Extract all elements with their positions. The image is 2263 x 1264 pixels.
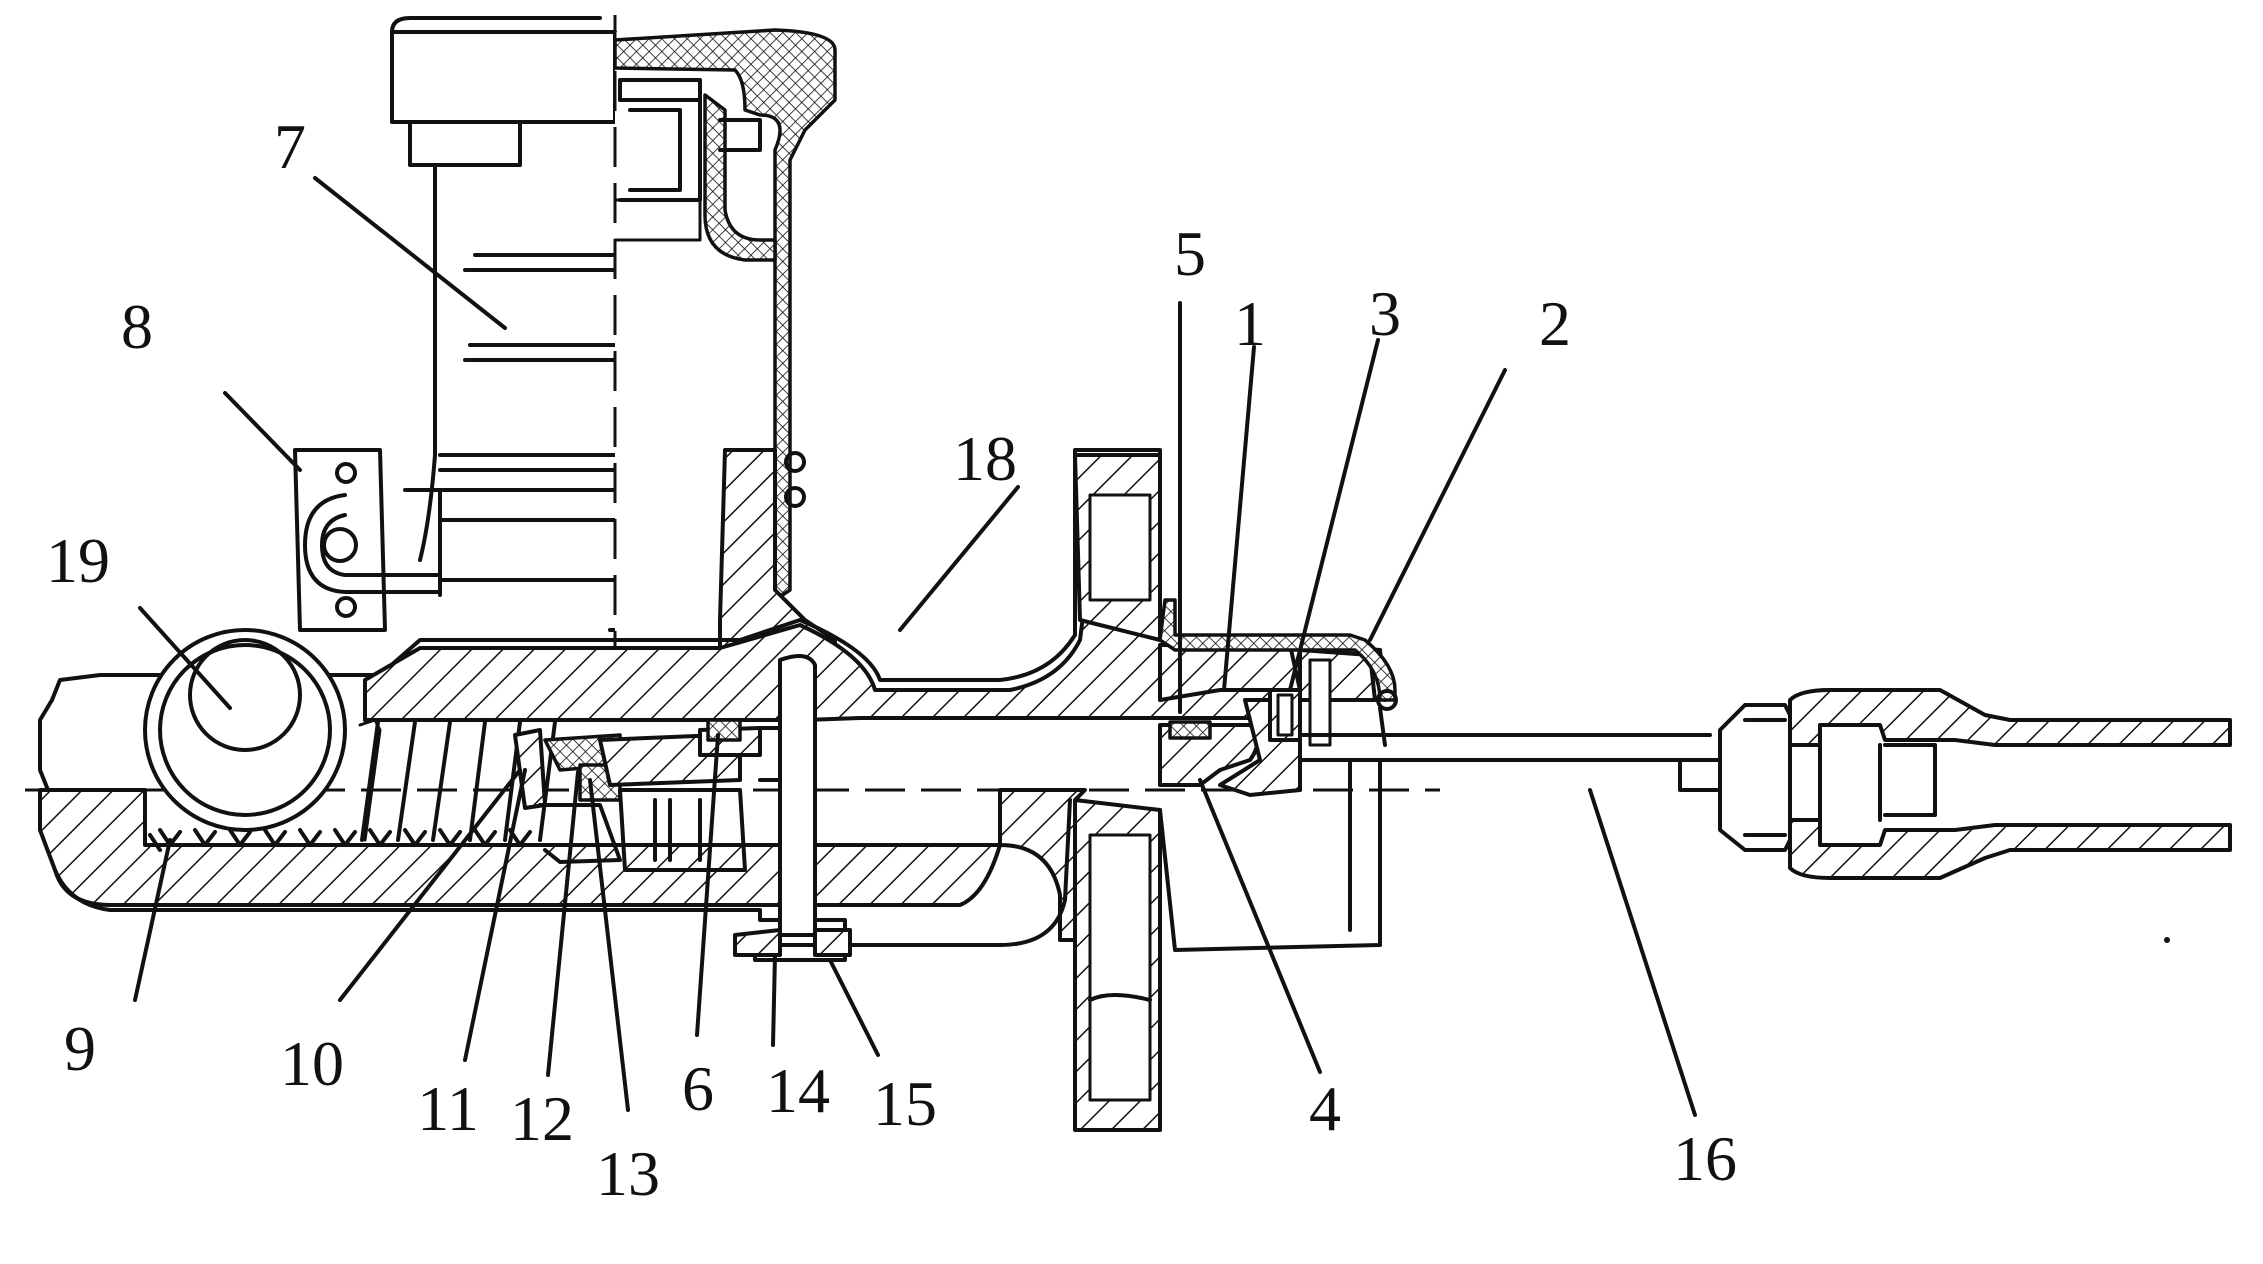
label-4: 4 — [1309, 1073, 1341, 1144]
label-1: 1 — [1234, 288, 1266, 359]
inlet-fitting — [145, 630, 345, 830]
label-5: 5 — [1174, 218, 1206, 289]
label-3: 3 — [1369, 278, 1401, 349]
label-12: 12 — [510, 1083, 574, 1154]
leader-lines — [135, 178, 1695, 1115]
label-9: 9 — [64, 1013, 96, 1084]
label-6: 6 — [682, 1053, 714, 1124]
label-10: 10 — [280, 1028, 344, 1099]
label-8: 8 — [121, 291, 153, 362]
label-18: 18 — [953, 423, 1017, 494]
label-7: 7 — [274, 111, 306, 182]
reservoir — [392, 15, 835, 690]
label-16: 16 — [1673, 1123, 1737, 1194]
stray-dot — [2164, 937, 2170, 943]
label-13: 13 — [596, 1138, 660, 1209]
retaining-clip — [295, 450, 440, 630]
push-rod — [1300, 690, 2230, 878]
label-11: 11 — [417, 1073, 479, 1144]
label-2: 2 — [1539, 288, 1571, 359]
label-15: 15 — [873, 1068, 937, 1139]
label-19: 19 — [46, 525, 110, 596]
label-14: 14 — [766, 1055, 830, 1126]
